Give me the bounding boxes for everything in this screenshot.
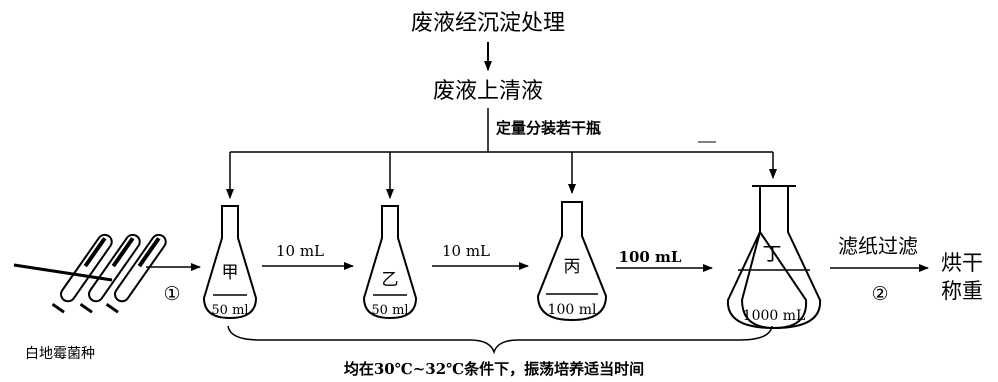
- flask-bing-name: 丙: [564, 257, 581, 277]
- brace-note: 均在30℃~32℃条件下，振荡培养适当时间: [344, 360, 644, 378]
- transfer-3-label: 100 mL: [619, 248, 682, 266]
- fungus-label: 白地霉菌种: [25, 346, 95, 362]
- flask-jia-volume: 50 ml: [211, 303, 248, 318]
- flask-ding-name: 丁: [762, 243, 781, 265]
- flask-jia-name: 甲: [222, 263, 239, 283]
- bottom-brace: [227, 325, 773, 355]
- flask-bing-volume: 100 ml: [548, 302, 597, 318]
- filter-step-label: 滤纸过滤: [838, 234, 918, 258]
- flask-yi-volume: 50 ml: [371, 303, 408, 318]
- flask-ding-volume: 1000 mL: [743, 308, 806, 324]
- step-aliquot-text: 定量分装若干瓶: [496, 119, 601, 137]
- flask-yi: 乙 50 ml: [362, 205, 418, 320]
- flask-jia: 甲 50 ml: [202, 205, 258, 320]
- flask-yi-name: 乙: [382, 270, 399, 290]
- final-step-line1: 烘干: [941, 251, 983, 275]
- final-step-line2: 称重: [941, 279, 983, 303]
- step-supernatant-text: 废液上清液: [433, 79, 543, 104]
- transfer-2-label: 10 mL: [442, 242, 490, 260]
- step-top-text: 废液经沉淀处理: [411, 11, 565, 36]
- transfer-1-label: 10 mL: [276, 242, 324, 260]
- step-two-marker: ②: [871, 283, 888, 305]
- test-tube-rack-icon: [13, 233, 167, 314]
- flask-ding: 丁 1000 mL: [726, 185, 822, 330]
- step-one-marker: ①: [163, 283, 180, 305]
- flask-bing: 丙 100 ml: [536, 201, 608, 322]
